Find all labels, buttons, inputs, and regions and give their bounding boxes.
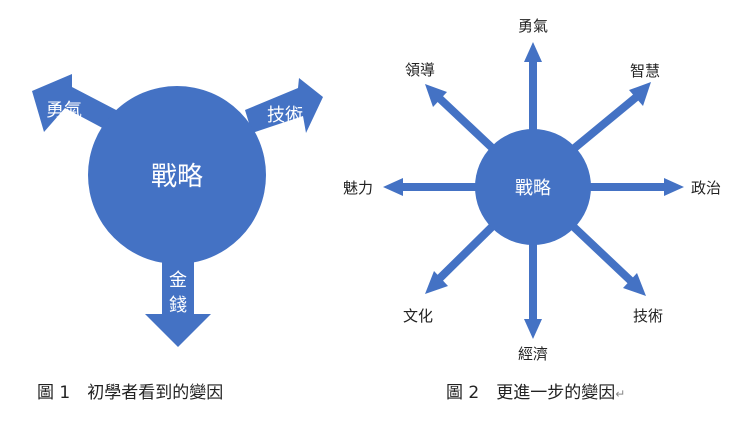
skill-label-fig1: 技術 [267, 105, 303, 126]
strategy-circle-fig2 [475, 129, 591, 245]
arrow-upleft-head-fig2 [425, 84, 447, 107]
paragraph-mark: ↵ [615, 387, 626, 401]
figure-2-caption: 圖 2 更進一步的變因↵ [446, 378, 625, 403]
label-bottomleft-fig2: 文化 [403, 307, 433, 325]
label-topleft-fig2: 領導 [405, 61, 435, 79]
money-label-line2-fig1: 錢 [169, 295, 187, 316]
arrow-left-fig2 [383, 178, 496, 196]
figure-2: 戰略 勇氣 智慧 政治 技術 經濟 文化 魅力 領導 [343, 17, 721, 363]
figure-1-caption: 圖 1 初學者看到的變因 [37, 383, 224, 403]
strategy-label-fig2: 戰略 [515, 178, 551, 199]
label-bottom-fig2: 經濟 [518, 345, 548, 363]
arrow-down-fig2 [524, 225, 542, 339]
label-topright-fig2: 智慧 [630, 62, 660, 80]
label-bottomright-fig2: 技術 [633, 307, 663, 325]
arrow-downright-head-fig2 [623, 273, 646, 296]
arrow-money-fig1 [145, 246, 211, 347]
arrow-upright-head-fig2 [629, 82, 651, 106]
arrow-right-fig2 [570, 178, 684, 196]
arrow-courage-fig1 [32, 74, 120, 132]
money-label-line1-fig1: 金 [169, 270, 187, 291]
strategy-circle-fig1 [88, 86, 266, 264]
arrow-downleft-head-fig2 [425, 271, 448, 294]
arrow-skill-fig1 [245, 78, 323, 133]
courage-label-fig1: 勇氣 [46, 100, 82, 121]
figure-2-caption-text: 圖 2 更進一步的變因 [446, 383, 616, 403]
label-left-fig2: 魅力 [343, 179, 373, 197]
arrow-up-fig2 [524, 42, 542, 150]
label-right-fig2: 政治 [691, 179, 721, 197]
figure-1: 戰略 勇氣 技術 金 錢 [32, 74, 323, 347]
label-top-fig2: 勇氣 [518, 17, 548, 35]
strategy-label-fig1: 戰略 [151, 162, 203, 192]
